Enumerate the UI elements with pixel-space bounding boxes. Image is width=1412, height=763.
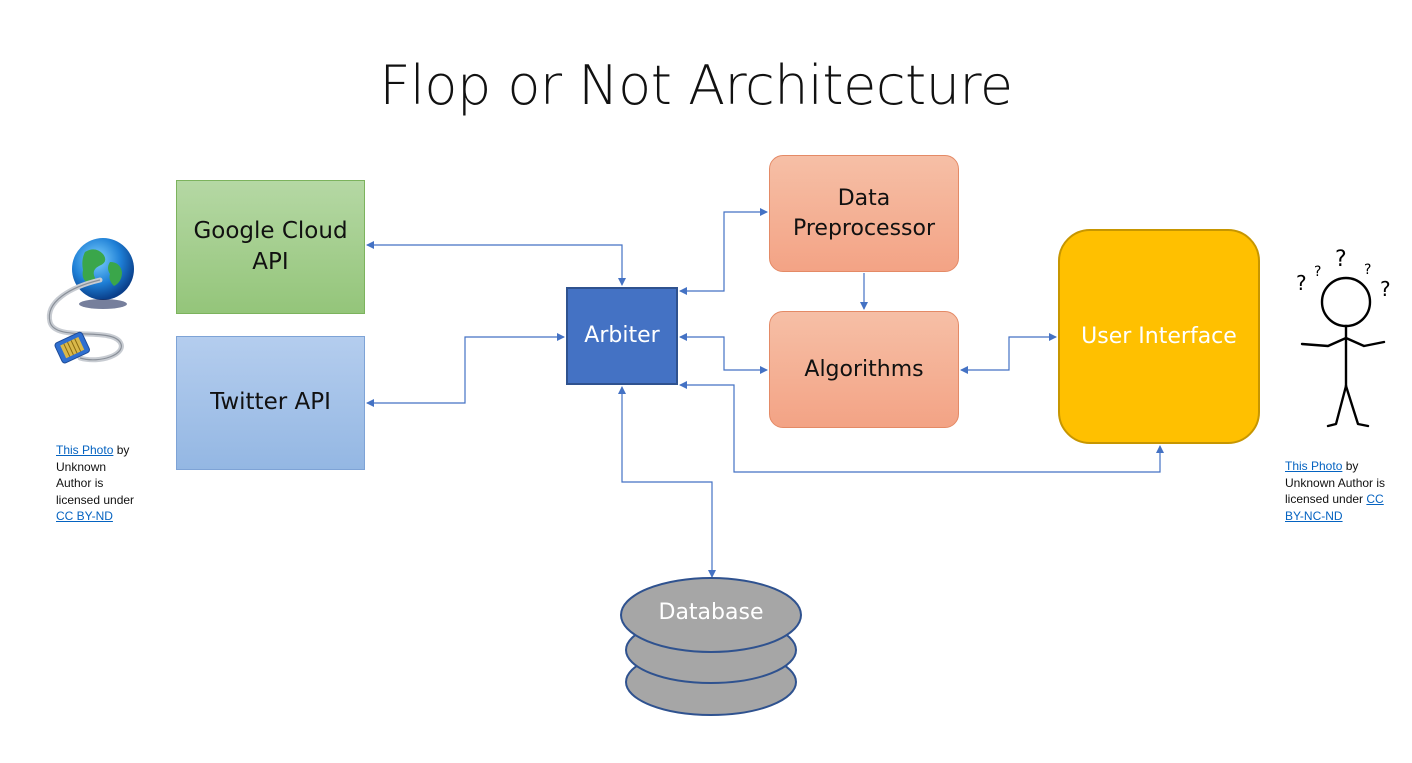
user-interface-label: User Interface bbox=[1081, 323, 1237, 349]
page-title: Flop or Not Architecture bbox=[379, 54, 1013, 117]
google-cloud-api-node: Google Cloud API bbox=[176, 180, 365, 314]
database-label: Database bbox=[658, 600, 764, 625]
twitter-api-node: Twitter API bbox=[176, 336, 365, 470]
connector-arbiter-algorithms bbox=[679, 333, 768, 374]
data-preprocessor-label: Data Preprocessor bbox=[792, 185, 936, 241]
data-preprocessor-node: Data Preprocessor bbox=[769, 155, 959, 272]
connector-algorithms-ui bbox=[960, 333, 1057, 374]
connector-arbiter-ui bbox=[679, 381, 1164, 473]
license-link-left[interactable]: CC BY-ND bbox=[56, 509, 113, 523]
arbiter-node: Arbiter bbox=[566, 287, 678, 385]
svg-text:?: ? bbox=[1296, 271, 1307, 295]
svg-text:?: ? bbox=[1314, 264, 1321, 280]
credit-text-right: by Unknown Author is licensed under bbox=[1285, 459, 1386, 506]
this-photo-link-right[interactable]: This Photo bbox=[1285, 459, 1343, 473]
algorithms-label: Algorithms bbox=[804, 356, 924, 382]
globe-network-cable-icon bbox=[46, 238, 134, 364]
connector-twitter-arbiter bbox=[366, 333, 565, 407]
photo-credit-left: This Photo by Unknown Author is licensed… bbox=[56, 442, 138, 525]
google-cloud-api-label: Google Cloud API bbox=[193, 217, 348, 275]
twitter-api-label: Twitter API bbox=[210, 389, 331, 416]
confused-stick-figure-icon: ? ? ? ? ? bbox=[1296, 247, 1391, 428]
connector-arbiter-database bbox=[618, 386, 716, 578]
photo-credit-right: This Photo by Unknown Author is licensed… bbox=[1285, 458, 1397, 524]
user-interface-node: User Interface bbox=[1058, 229, 1260, 444]
svg-text:?: ? bbox=[1380, 277, 1391, 301]
credit-text-left: by Unknown Author is licensed under bbox=[56, 443, 135, 507]
algorithms-node: Algorithms bbox=[769, 311, 959, 428]
svg-text:?: ? bbox=[1364, 262, 1371, 278]
svg-text:?: ? bbox=[1335, 247, 1347, 272]
database-shape bbox=[620, 577, 802, 716]
connector-google-arbiter bbox=[366, 241, 626, 286]
this-photo-link-left[interactable]: This Photo bbox=[56, 443, 114, 457]
connector-arbiter-preprocessor bbox=[679, 208, 768, 295]
arbiter-label: Arbiter bbox=[584, 323, 660, 349]
license-link-right[interactable]: CC BY-NC-ND bbox=[1285, 492, 1384, 523]
